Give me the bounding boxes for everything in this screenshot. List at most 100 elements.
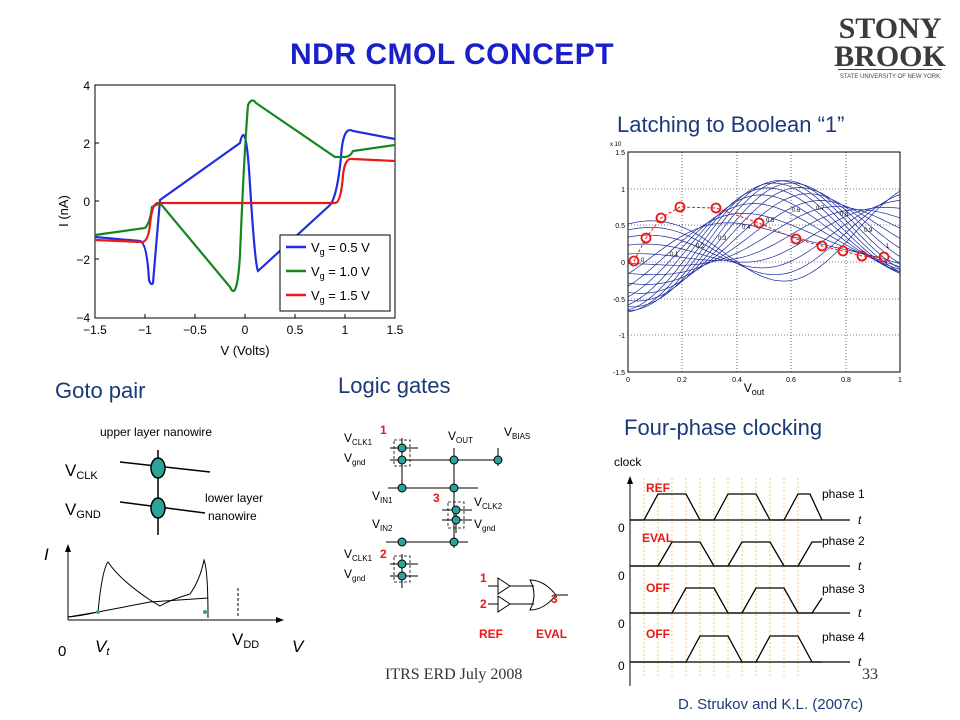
latch-curve bbox=[627, 194, 901, 306]
t-label: t bbox=[858, 559, 862, 573]
lg-vclk2: VCLK2 bbox=[474, 495, 503, 511]
latch-curve bbox=[627, 203, 901, 298]
lg-vbias: VBIAS bbox=[504, 425, 530, 441]
curve-label: 0.6 bbox=[792, 208, 801, 214]
latch-curve bbox=[627, 200, 901, 269]
legend-item-1.0: Vg = 1.0 V bbox=[311, 264, 370, 281]
latch-xtick: 0.8 bbox=[841, 377, 851, 384]
page-number: 33 bbox=[862, 666, 878, 683]
curve-label: 0.9 bbox=[864, 228, 873, 234]
latch-curve bbox=[627, 209, 901, 261]
axis-v: V bbox=[292, 637, 305, 656]
gate-input-2: 2 bbox=[480, 597, 487, 611]
credit-text: D. Strukov and K.L. (2007c) bbox=[678, 696, 864, 713]
clock-label: clock bbox=[614, 455, 642, 469]
lg-vgnd-bottom: Vgnd bbox=[344, 567, 365, 583]
gate-number-3: 3 bbox=[551, 592, 558, 606]
upper-layer-label: upper layer nanowire bbox=[100, 425, 212, 439]
latch-xtick: 0.6 bbox=[786, 377, 796, 384]
goto-pair-heading: Goto pair bbox=[55, 378, 146, 403]
curve-label: 0.3 bbox=[718, 236, 727, 242]
phase-label-1: phase 1 bbox=[822, 487, 865, 501]
lg-vclk1-top: VCLK1 bbox=[344, 431, 373, 447]
logo-line1: STONY bbox=[839, 12, 942, 45]
clocking-diagram: clock REF EVAL OFF OFF phase 1 phase 2 bbox=[614, 455, 865, 686]
t-label: t bbox=[858, 606, 862, 620]
t-label: t bbox=[858, 513, 862, 527]
iv-plot: I (nA) V (Volts) 4 2 0 −2 −4 −1.5 −1 −0.… bbox=[56, 79, 404, 358]
goto-pair-diagram: upper layer nanowire VCLK VGND lower lay… bbox=[44, 425, 305, 660]
zero-label: 0 bbox=[618, 659, 625, 673]
latch-curve bbox=[627, 222, 901, 275]
vgnd-label: VGND bbox=[65, 500, 101, 521]
logic-gates-heading: Logic gates bbox=[338, 373, 451, 398]
latch-points bbox=[628, 201, 890, 267]
zero-label: 0 bbox=[618, 617, 625, 631]
vdd-label: VDD bbox=[232, 630, 259, 651]
latch-curve bbox=[627, 194, 901, 276]
latch-ytick: 0.5 bbox=[615, 223, 625, 230]
iv-xtick-labels: −1.5 −1 −0.5 0 0.5 1 1.5 bbox=[83, 323, 404, 337]
latch-curve bbox=[627, 193, 901, 285]
iv-curve-1.0 bbox=[94, 99, 396, 293]
phase-label-3: phase 3 bbox=[822, 582, 865, 596]
lg-vin2: VIN2 bbox=[372, 517, 393, 533]
t-label: t bbox=[858, 655, 862, 669]
iv-ylabel: I (nA) bbox=[56, 195, 71, 227]
zero-label: 0 bbox=[618, 569, 625, 583]
curve-label: 1 bbox=[886, 244, 890, 250]
latching-heading: Latching to Boolean “1” bbox=[617, 112, 845, 137]
lower-layer-label-2: nanowire bbox=[208, 509, 257, 523]
footer-text: ITRS ERD July 2008 bbox=[385, 666, 523, 683]
iv-ytick: 4 bbox=[83, 79, 90, 93]
gate-input-1: 1 bbox=[480, 571, 487, 585]
phase-tag-off-3: OFF bbox=[646, 581, 670, 595]
latch-curve bbox=[627, 207, 901, 263]
logo-line2: BROOK bbox=[834, 40, 946, 73]
latch-ytick: -0.5 bbox=[613, 297, 625, 304]
latching-exponent: x 10 bbox=[610, 142, 622, 148]
iv-legend: Vg = 0.5 V Vg = 1.0 V Vg = 1.5 V bbox=[279, 234, 391, 312]
stony-brook-logo: STONY BROOK STATE UNIVERSITY OF NEW YORK bbox=[834, 12, 946, 80]
goto-junction-lower bbox=[150, 497, 166, 519]
iv-xtick: −0.5 bbox=[183, 323, 207, 337]
phase-tag-ref: REF bbox=[646, 481, 670, 495]
iv-xtick: 0.5 bbox=[287, 323, 304, 337]
latch-ytick: 1.5 bbox=[615, 150, 625, 157]
lg-num-2: 2 bbox=[380, 547, 387, 561]
curve-label: 0 bbox=[641, 258, 645, 264]
curve-label: 0.1 bbox=[670, 252, 679, 258]
lg-num-3: 3 bbox=[433, 491, 440, 505]
zero-label: 0 bbox=[618, 521, 625, 535]
logo-subtitle: STATE UNIVERSITY OF NEW YORK bbox=[840, 74, 940, 80]
vt-label: Vt bbox=[95, 637, 110, 658]
clocking-heading: Four-phase clocking bbox=[624, 415, 823, 440]
curve-label: 0.4 bbox=[742, 225, 751, 231]
lg-vgnd-mid: Vgnd bbox=[474, 517, 495, 533]
legend-item-1.5: Vg = 1.5 V bbox=[311, 288, 370, 305]
latch-ytick: 1 bbox=[621, 187, 625, 194]
iv-ytick: 0 bbox=[83, 195, 90, 209]
latch-curve bbox=[627, 190, 901, 282]
latch-xtick: 0 bbox=[626, 377, 630, 384]
iv-ytick: −2 bbox=[76, 253, 90, 267]
phase-label-2: phase 2 bbox=[822, 534, 865, 548]
latch-ytick: 0 bbox=[621, 260, 625, 267]
latch-xtick: 0.2 bbox=[677, 377, 687, 384]
iv-xtick: 0 bbox=[242, 323, 249, 337]
lg-num-1: 1 bbox=[380, 423, 387, 437]
iv-ytick-labels: 4 2 0 −2 −4 bbox=[76, 79, 90, 325]
legend-item-0.5: Vg = 0.5 V bbox=[311, 240, 370, 257]
vclk-label: VCLK bbox=[65, 461, 98, 482]
lower-layer-label-1: lower layer bbox=[205, 491, 263, 505]
lg-vclk1-bottom: VCLK1 bbox=[344, 547, 373, 563]
iv-ytick: −4 bbox=[76, 311, 90, 325]
latch-ytick: -1.5 bbox=[613, 370, 625, 377]
goto-junction-upper bbox=[150, 457, 166, 479]
origin-label: 0 bbox=[58, 643, 66, 660]
latch-xtick: 1 bbox=[898, 377, 902, 384]
latch-curve bbox=[627, 206, 901, 266]
phase-tag-off-4: OFF bbox=[646, 627, 670, 641]
latch-curve bbox=[627, 200, 901, 276]
latch-xlabel: Vout bbox=[744, 381, 765, 397]
